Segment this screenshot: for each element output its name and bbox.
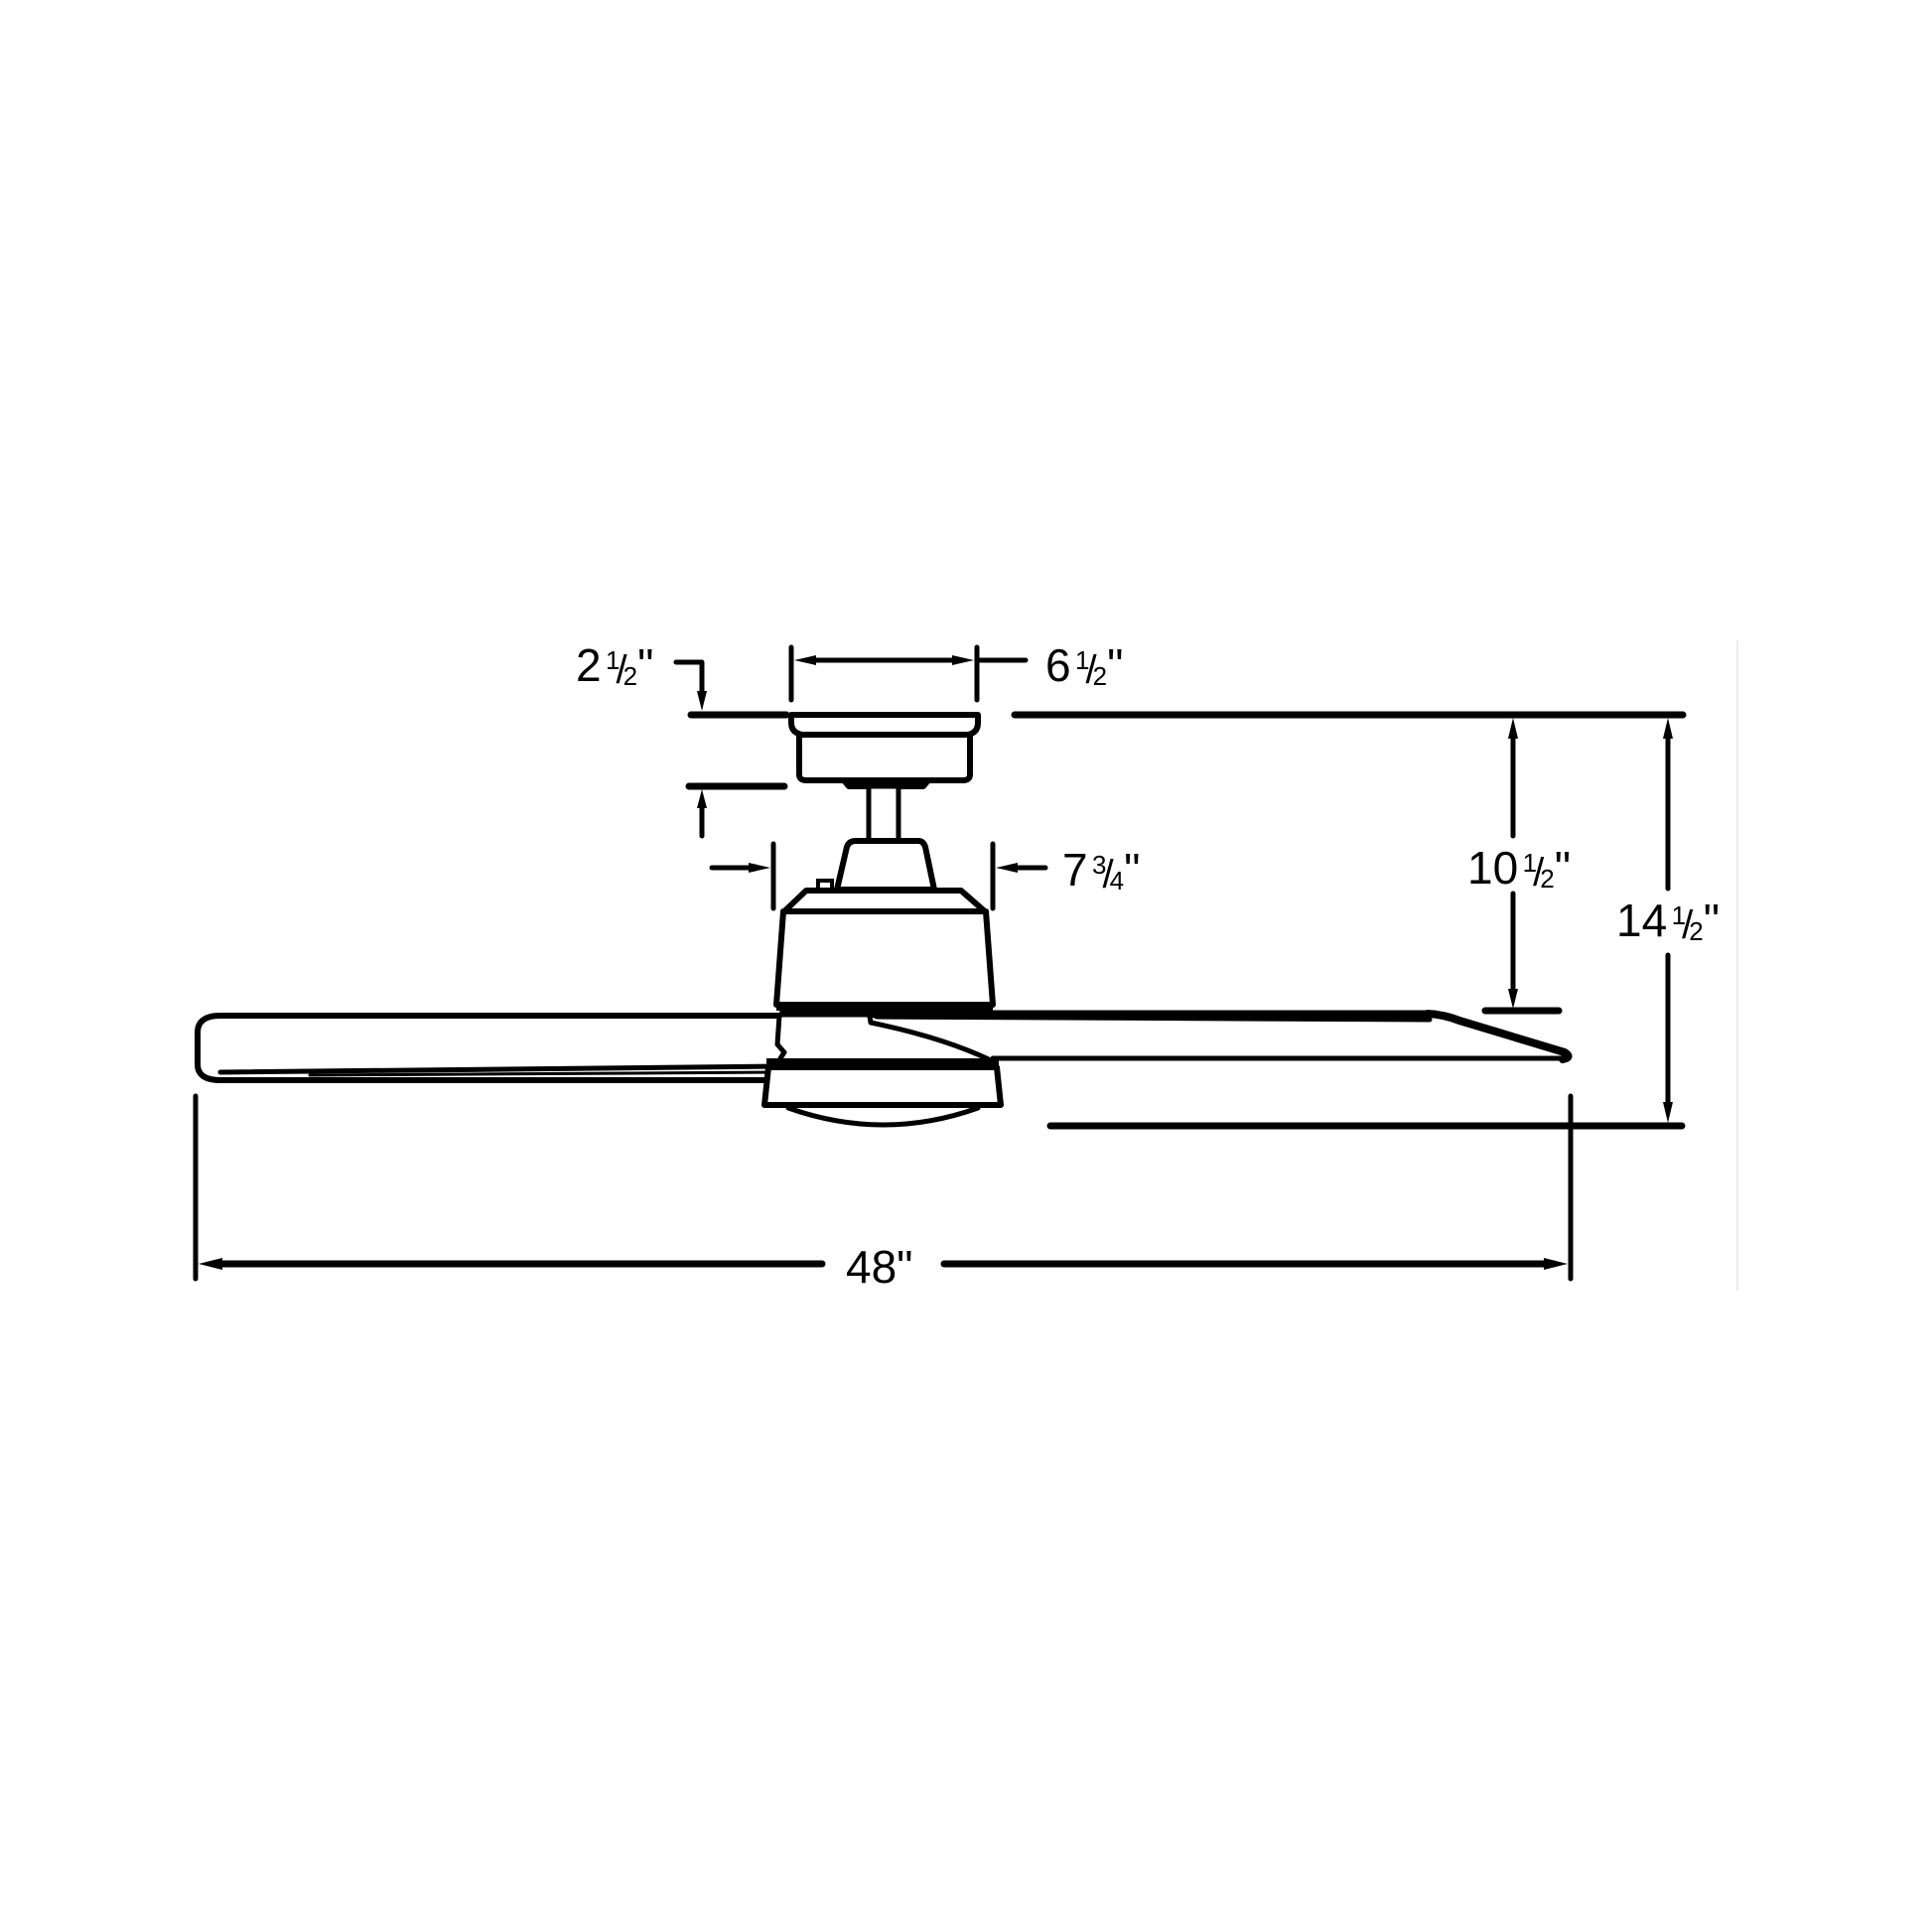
label-ceiling-to-blade: 10 1/2": [1467, 842, 1572, 895]
dimension-ceiling-to-blade: [1481, 718, 1563, 1015]
left-blade: [195, 1013, 788, 1083]
label-canopy-height: 2 1/2": [576, 639, 654, 692]
fraction: 3/4: [1092, 850, 1125, 897]
fraction: 1/2: [1075, 645, 1108, 692]
fraction: 1/2: [606, 645, 638, 692]
dimension-motor-width: [709, 841, 1048, 911]
fraction: 1/2: [1671, 900, 1704, 947]
dimension-canopy-width: [788, 644, 1029, 703]
light-kit: [761, 1058, 1004, 1128]
fraction: 1/2: [1522, 848, 1555, 895]
label-overall-height: 14 1/2": [1616, 895, 1721, 947]
label-blade-span: 48": [846, 1241, 913, 1293]
motor-housing: [773, 888, 996, 1011]
dimension-blade-span: [193, 1093, 1574, 1282]
dimension-overall-height: [1046, 718, 1686, 1130]
motor-collar: [816, 838, 937, 894]
label-canopy-width: 6 1/2": [1045, 639, 1124, 692]
canopy: [788, 712, 981, 789]
dimension-canopy-height: [673, 659, 788, 839]
right-blade: [778, 1010, 1573, 1063]
label-motor-width: 7 3/4": [1062, 844, 1141, 897]
image-edge-line: [1736, 640, 1738, 1291]
downrod: [866, 783, 901, 844]
